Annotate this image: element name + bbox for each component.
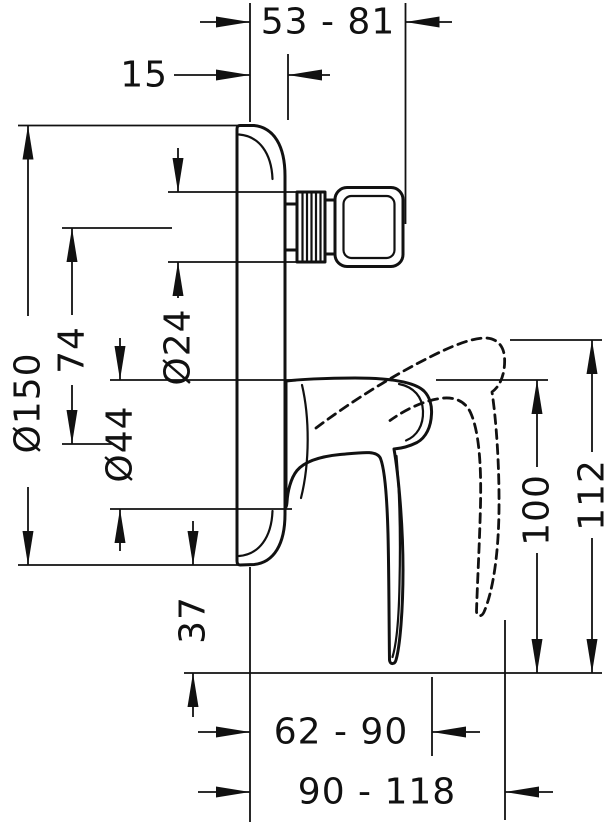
dim-label-lever-height: 100: [517, 474, 558, 546]
dim-label-cartridge-diameter: Ø24: [158, 308, 199, 385]
dim-label-wall-offset: 15: [120, 55, 168, 96]
escutcheon-plate: [235, 124, 287, 567]
dim-label-overall-depth-range: 90 - 118: [298, 772, 456, 813]
dim-label-lever-depth-range: 62 - 90: [274, 712, 409, 753]
dim-label-axis-spacing: 74: [52, 326, 93, 374]
handle-lever: [284, 376, 434, 666]
handle-grip-inner-line: [397, 382, 425, 442]
dim-label-plate-to-lever-tip: 37: [173, 596, 214, 644]
dim-label-overall-height: 112: [572, 459, 613, 531]
dim-label-cartridge-depth-range: 53 - 81: [261, 2, 396, 43]
cartridge-assembly: [283, 186, 405, 268]
handle-sleeve-line: [299, 383, 309, 500]
handle-blade-inner-line: [391, 454, 401, 659]
cartridge-body: [333, 186, 405, 268]
plate-rim-top-line: [237, 133, 274, 181]
cartridge-body-inner: [342, 194, 396, 260]
handle-lever-raised: [314, 336, 507, 618]
dimension-arrows: [22, 16, 598, 798]
cartridge-collar: [283, 202, 299, 252]
plate-rim-bottom-line: [237, 509, 274, 558]
extension-lines: [18, 3, 602, 822]
dim-label-handle-base-diameter: Ø44: [100, 405, 141, 482]
dim-label-plate-diameter: Ø150: [8, 352, 49, 453]
